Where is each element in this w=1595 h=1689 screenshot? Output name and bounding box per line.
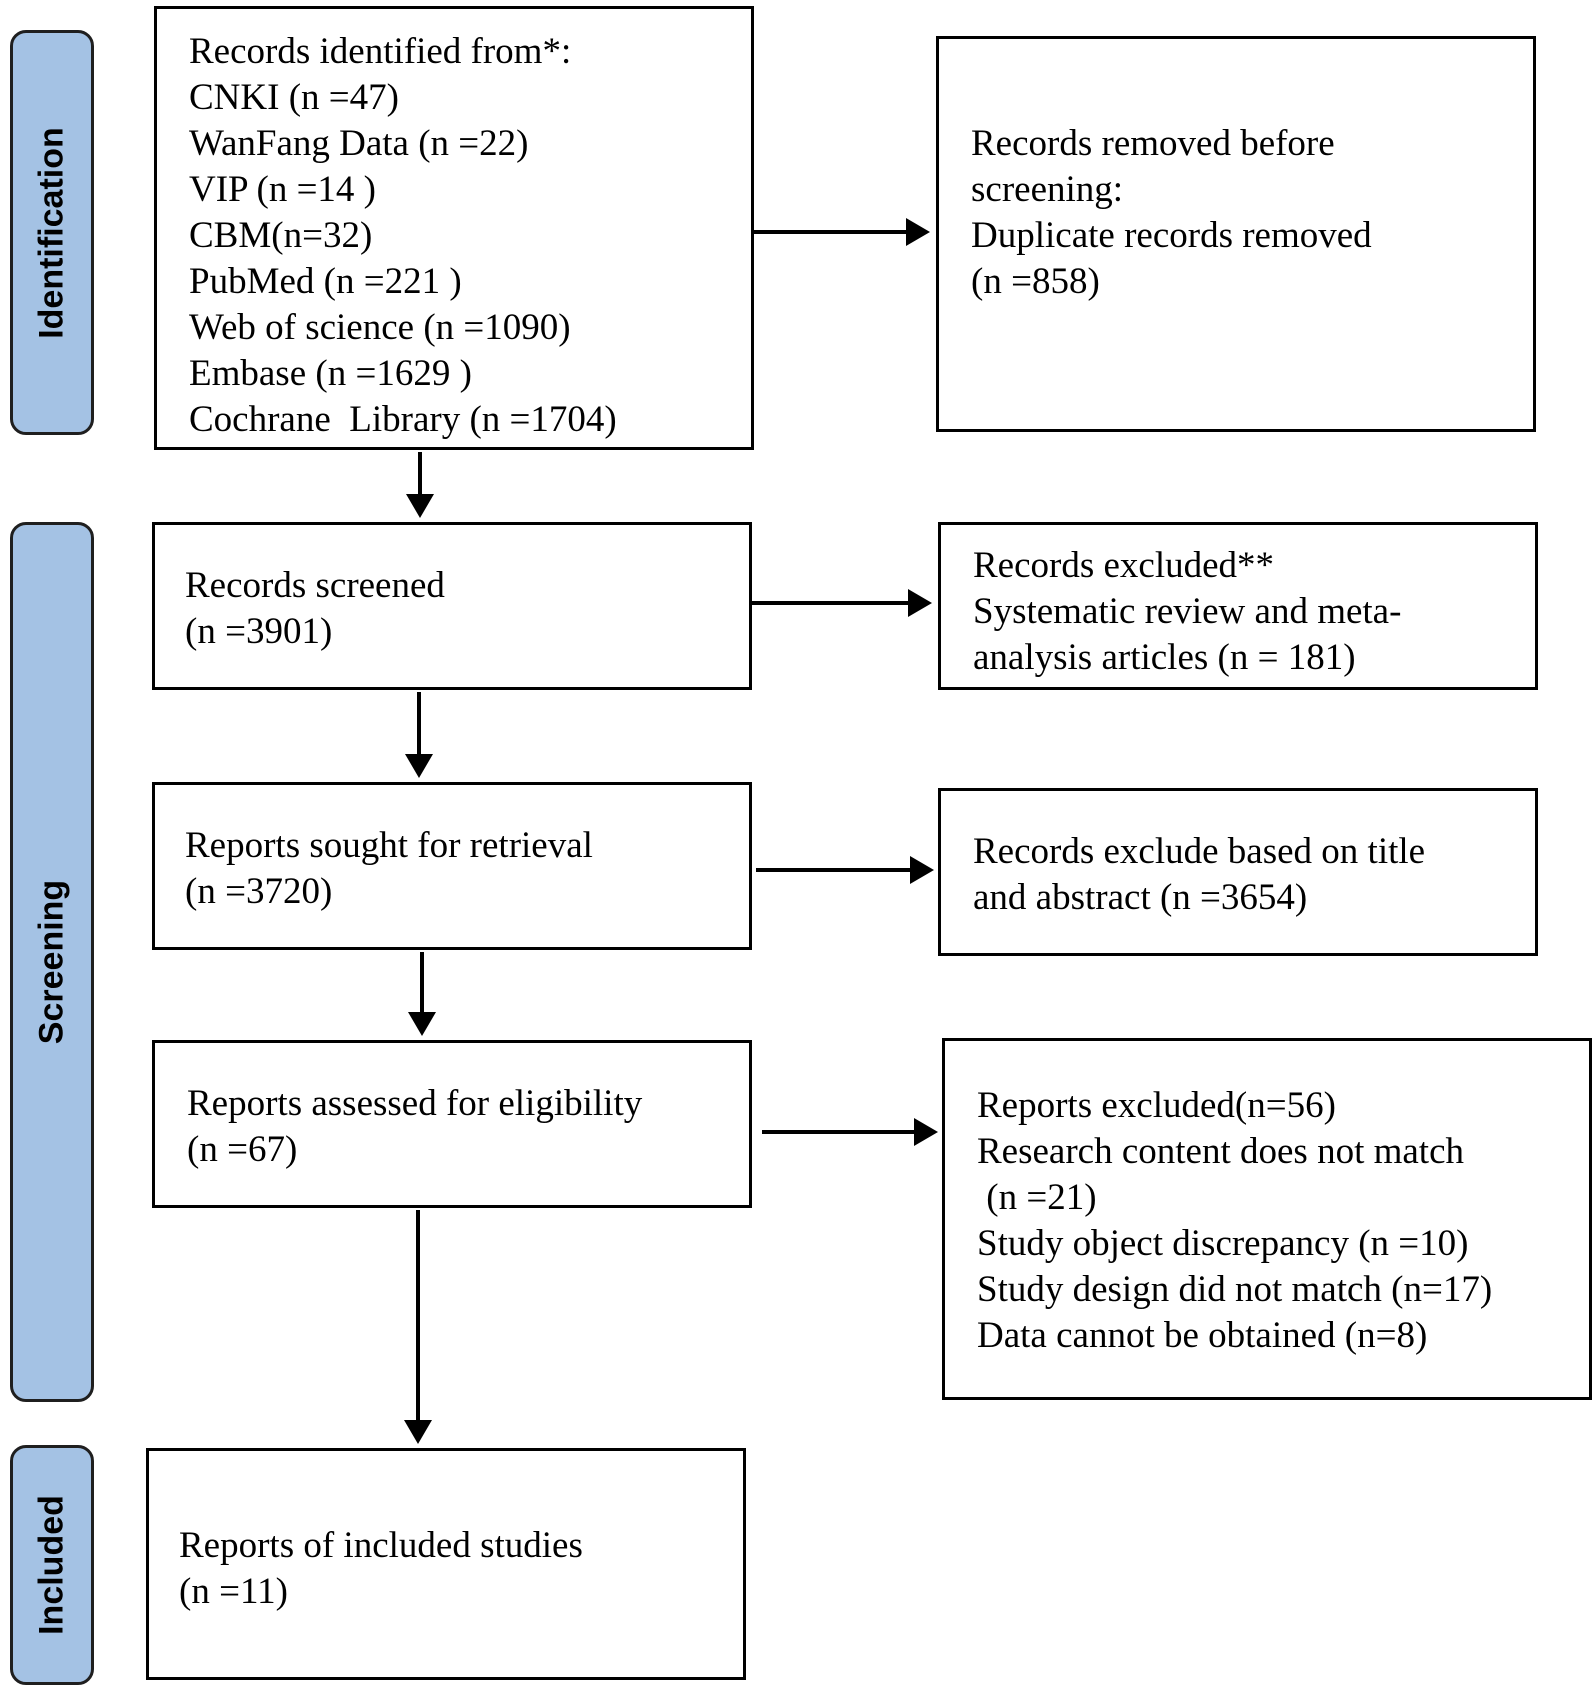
- right-arrow: [762, 1118, 938, 1146]
- records-excluded-box: Records excluded** Systematic review and…: [938, 522, 1538, 690]
- right-arrow: [754, 218, 930, 246]
- records-identified-line: WanFang Data (n =22): [189, 123, 529, 164]
- reports-assessed-line: Reports assessed for eligibility: [187, 1083, 643, 1124]
- records-identified-line: VIP (n =14 ): [189, 169, 377, 210]
- reports-excluded-line: Study design did not match (n=17): [977, 1269, 1493, 1310]
- records-identified-line: PubMed (n =221 ): [189, 261, 462, 302]
- reports-excluded-line: (n =21): [977, 1177, 1097, 1218]
- records-removed-line: screening:: [971, 169, 1124, 210]
- records-screened-line: (n =3901): [185, 611, 333, 652]
- records-exclude-title-line: and abstract (n =3654): [973, 877, 1308, 918]
- records-identified-line: Cochrane Library (n =1704): [189, 399, 617, 440]
- reports-assessed-box: Reports assessed for eligibility (n =67): [152, 1040, 752, 1208]
- right-arrow: [752, 589, 932, 617]
- records-identified-line: Embase (n =1629 ): [189, 353, 472, 394]
- reports-included-line: Reports of included studies: [179, 1525, 583, 1566]
- records-removed-line: Records removed before: [971, 123, 1335, 164]
- phase-included: Included: [10, 1445, 94, 1685]
- records-exclude-title-line: Records exclude based on title: [973, 831, 1426, 872]
- records-identified-box: Records identified from*: CNKI (n =47) W…: [154, 6, 754, 450]
- reports-assessed-line: (n =67): [187, 1129, 298, 1170]
- records-excluded-line: analysis articles (n = 181): [973, 637, 1356, 678]
- records-screened-box: Records screened (n =3901): [152, 522, 752, 690]
- records-identified-line: Records identified from*:: [189, 31, 572, 72]
- reports-excluded-line: Data cannot be obtained (n=8): [977, 1315, 1428, 1356]
- records-identified-line: CNKI (n =47): [189, 77, 399, 118]
- records-screened-line: Records screened: [185, 565, 445, 606]
- right-arrow: [756, 856, 934, 884]
- down-arrow: [408, 952, 436, 1036]
- reports-included-line: (n =11): [179, 1571, 288, 1612]
- reports-sought-line: Reports sought for retrieval: [185, 825, 593, 866]
- reports-excluded-line: Research content does not match: [977, 1131, 1464, 1172]
- records-identified-line: CBM(n=32): [189, 215, 373, 256]
- down-arrow: [404, 1210, 432, 1444]
- records-removed-line: Duplicate records removed: [971, 215, 1372, 256]
- down-arrow: [405, 692, 433, 778]
- reports-sought-line: (n =3720): [185, 871, 333, 912]
- records-excluded-line: Systematic review and meta-: [973, 591, 1402, 632]
- records-excluded-line: Records excluded**: [973, 545, 1275, 586]
- reports-sought-box: Reports sought for retrieval (n =3720): [152, 782, 752, 950]
- records-removed-line: (n =858): [971, 261, 1100, 302]
- reports-excluded-line: Study object discrepancy (n =10): [977, 1223, 1469, 1264]
- reports-excluded-line: Reports excluded(n=56): [977, 1085, 1336, 1126]
- records-exclude-title-box: Records exclude based on title and abstr…: [938, 788, 1538, 956]
- reports-excluded-box: Reports excluded(n=56) Research content …: [942, 1038, 1592, 1400]
- records-removed-box: Records removed before screening: Duplic…: [936, 36, 1536, 432]
- down-arrow: [406, 452, 434, 518]
- phase-identification: Identification: [10, 30, 94, 435]
- reports-included-box: Reports of included studies (n =11): [146, 1448, 746, 1680]
- phase-screening: Screening: [10, 522, 94, 1402]
- records-identified-line: Web of science (n =1090): [189, 307, 571, 348]
